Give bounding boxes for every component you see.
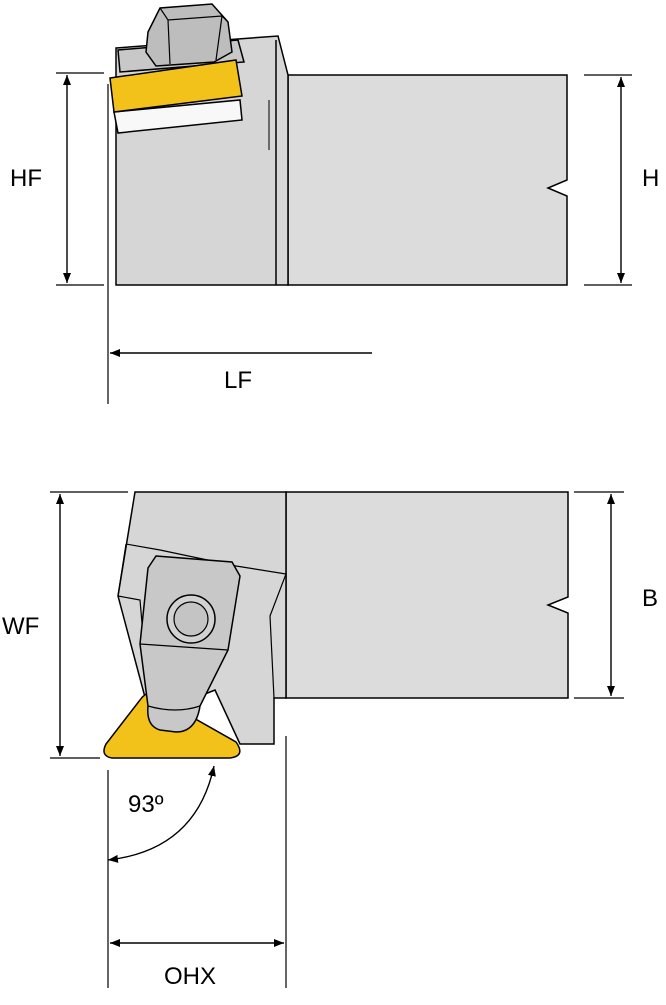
lf-label: LF: [224, 367, 252, 394]
side-shank: [287, 74, 568, 286]
top-shank: [285, 491, 569, 699]
side-insert: [109, 59, 243, 113]
side-shim: [113, 99, 243, 134]
hf-label: HF: [10, 165, 42, 192]
wf-label: WF: [2, 613, 39, 640]
h-label: H: [642, 165, 659, 192]
b-label: B: [642, 585, 658, 612]
ohx-label: OHX: [164, 963, 216, 990]
side-view: HF H LF: [10, 3, 659, 404]
top-view: WF B 93º OHX: [2, 491, 658, 990]
angle-label: 93º: [128, 791, 164, 818]
angle-arc: [107, 765, 216, 863]
